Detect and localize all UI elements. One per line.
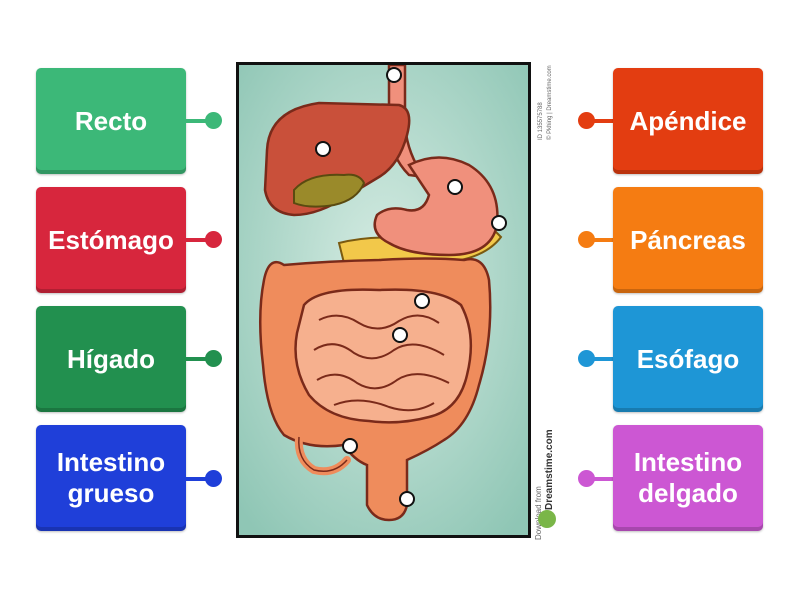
pin-line-esofago	[586, 357, 614, 361]
pin-line-pancreas	[586, 238, 614, 242]
label-intestino-grueso[interactable]: Intestino grueso	[36, 425, 186, 531]
watermark-strip: Download from Dreamstime.com ID 13557578…	[534, 60, 564, 540]
dreamstime-logo-icon	[538, 510, 556, 528]
marker-pancreas[interactable]	[491, 215, 507, 231]
marker-small-intestine[interactable]	[392, 327, 408, 343]
gallbladder-shape	[293, 173, 366, 208]
label-intestino-delgado[interactable]: Intestino delgado	[613, 425, 763, 531]
marker-rectum[interactable]	[399, 491, 415, 507]
label-estomago-text: Estómago	[48, 224, 174, 255]
pin-line-intestino-delgado	[586, 477, 614, 481]
label-apendice[interactable]: Apéndice	[613, 68, 763, 174]
label-esofago-text: Esófago	[636, 343, 740, 374]
label-higado[interactable]: Hígado	[36, 306, 186, 412]
pin-line-estomago	[186, 238, 214, 242]
label-higado-text: Hígado	[66, 343, 156, 374]
marker-stomach[interactable]	[447, 179, 463, 195]
marker-liver[interactable]	[315, 141, 331, 157]
pin-dot-intestino-grueso[interactable]	[205, 470, 222, 487]
label-intestino-grueso-text: Intestino grueso	[56, 447, 166, 508]
pin-dot-estomago[interactable]	[205, 231, 222, 248]
marker-appendix[interactable]	[342, 438, 358, 454]
appendix-outline	[298, 436, 348, 472]
digestive-system-illustration	[239, 65, 528, 535]
label-recto[interactable]: Recto	[36, 68, 186, 174]
marker-esophagus[interactable]	[386, 67, 402, 83]
label-recto-text: Recto	[74, 105, 148, 136]
pin-line-higado	[186, 357, 214, 361]
stomach-shape	[373, 156, 499, 257]
label-estomago[interactable]: Estómago	[36, 187, 186, 293]
watermark-id: ID 135575788	[538, 102, 544, 140]
label-apendice-text: Apéndice	[629, 105, 747, 136]
pin-line-recto	[186, 119, 214, 123]
small-intestine-coils	[313, 314, 450, 412]
label-esofago[interactable]: Esófago	[613, 306, 763, 412]
label-intestino-delgado-text: Intestino delgado	[633, 447, 743, 508]
watermark-credit: © Pkhing | Dreamstime.com	[547, 65, 553, 140]
label-pancreas-text: Páncreas	[630, 224, 746, 255]
pin-dot-recto[interactable]	[205, 112, 222, 129]
watermark-brand: Dreamstime.com	[544, 429, 555, 510]
marker-large-intestine[interactable]	[414, 293, 430, 309]
digestive-system-diagram	[236, 62, 531, 538]
pin-line-intestino-grueso	[186, 477, 214, 481]
label-pancreas[interactable]: Páncreas	[613, 187, 763, 293]
pin-dot-higado[interactable]	[205, 350, 222, 367]
pin-line-apendice	[586, 119, 614, 123]
